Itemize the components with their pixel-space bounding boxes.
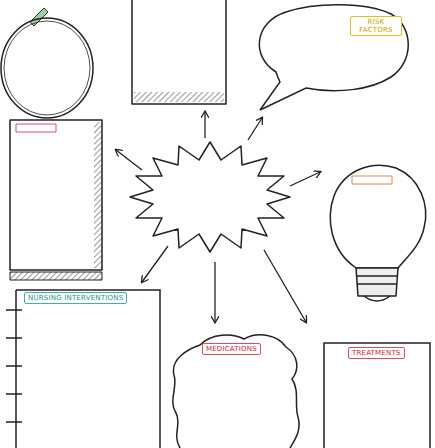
category-label: MEDICATIONS [202, 343, 261, 355]
treatment-box: TREATMENTS [318, 335, 433, 448]
speech-bubble: RISK FACTORS [246, 2, 414, 114]
tall-box [132, 0, 226, 104]
circle-shape [1, 18, 93, 118]
left-box [10, 120, 102, 270]
starburst [130, 142, 290, 252]
lightbulb [330, 165, 425, 301]
cloud: MEDICATIONS [160, 325, 305, 448]
category-label: TREATMENTS [348, 347, 405, 359]
category-label: NURSING INTERVENTIONS [24, 292, 127, 304]
notebook: NURSING INTERVENTIONS [4, 288, 162, 448]
category-label: RISK FACTORS [350, 16, 402, 36]
notebook-outline [4, 288, 162, 448]
